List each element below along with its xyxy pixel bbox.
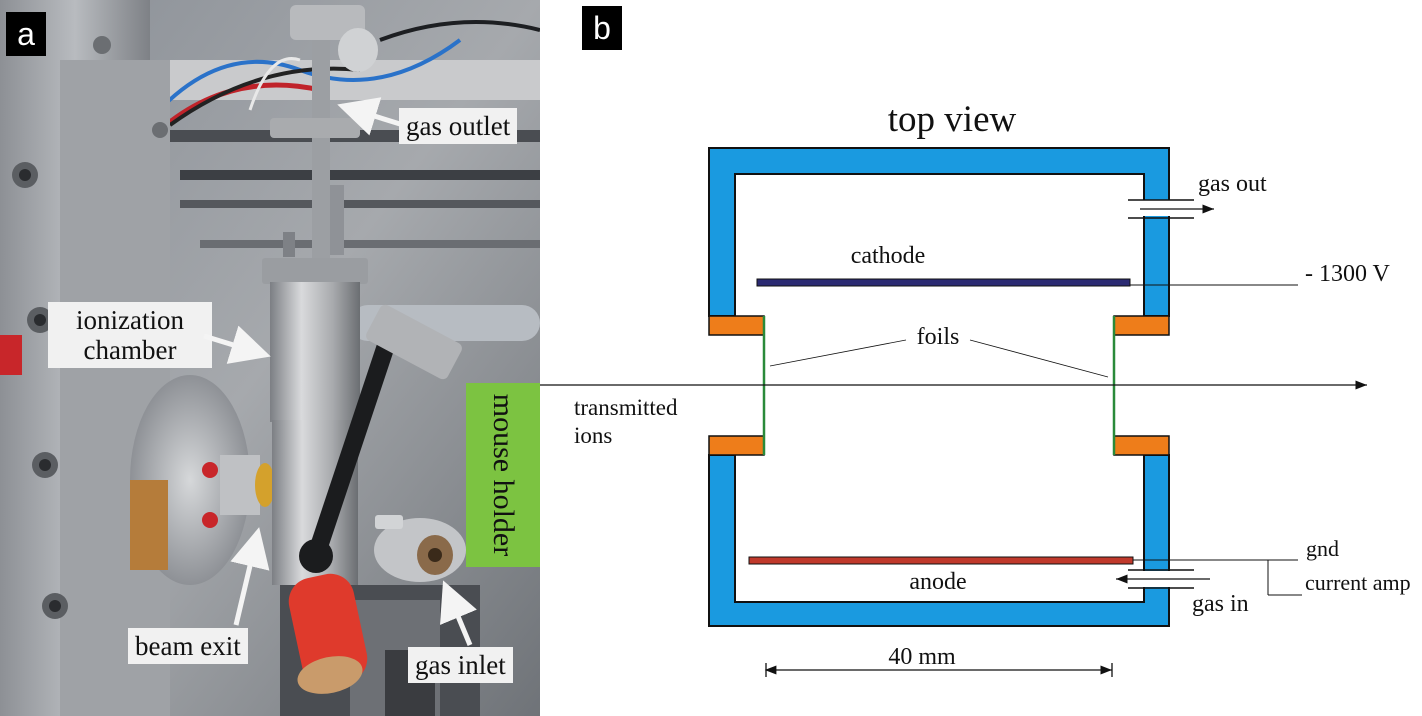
foils-leader-right — [969, 339, 1109, 378]
transmitted-label: transmitted — [574, 395, 678, 420]
panel-label-b: b — [582, 6, 622, 50]
gas-inlet-arrow — [440, 580, 477, 646]
flange-bottom-right — [1113, 435, 1170, 456]
foils-label: foils — [917, 324, 960, 350]
chamber-top-wall — [708, 147, 1170, 317]
cathode-label: cathode — [851, 243, 926, 269]
gas-in-label: gas in — [1192, 591, 1249, 617]
gas-out-port-gap — [1140, 200, 1174, 216]
current-amp-label: current amp — [1305, 570, 1411, 595]
flange-bottom-left — [708, 435, 765, 456]
foils-leader-left — [769, 339, 907, 367]
mouse-holder-label: mouse holder — [466, 383, 540, 567]
anode-label: anode — [909, 569, 966, 595]
flange-top-left — [708, 315, 765, 336]
dimension-label: 40 mm — [888, 644, 956, 670]
ions-label: ions — [574, 423, 612, 448]
flange-top-right — [1113, 315, 1170, 336]
voltage-label: - 1300 V — [1305, 261, 1391, 287]
gas-inlet-label: gas inlet — [408, 647, 513, 683]
gas-outlet-label: gas outlet — [399, 108, 518, 144]
chamber-bottom-wall — [708, 454, 1170, 627]
photo-arrows — [203, 97, 477, 646]
ionization-chamber-label: ionization chamber — [48, 302, 212, 368]
cathode-plate — [756, 278, 1131, 287]
gas-out-label: gas out — [1198, 171, 1267, 197]
ionization-chamber-arrow — [203, 325, 271, 364]
photo-panel: a gas outlet ionization chamber mouse ho… — [0, 0, 540, 716]
diagram-title: top view — [888, 99, 1017, 140]
panel-label-a: a — [6, 12, 46, 56]
gas-outlet-arrow — [337, 97, 401, 136]
beam-exit-label: beam exit — [128, 628, 248, 664]
chamber-diagram: top view cathode - 1300 V anode foils tr… — [540, 99, 1411, 677]
gnd-label: gnd — [1306, 536, 1339, 561]
beam-exit-arrow — [230, 527, 270, 626]
anode-plate — [748, 556, 1134, 565]
